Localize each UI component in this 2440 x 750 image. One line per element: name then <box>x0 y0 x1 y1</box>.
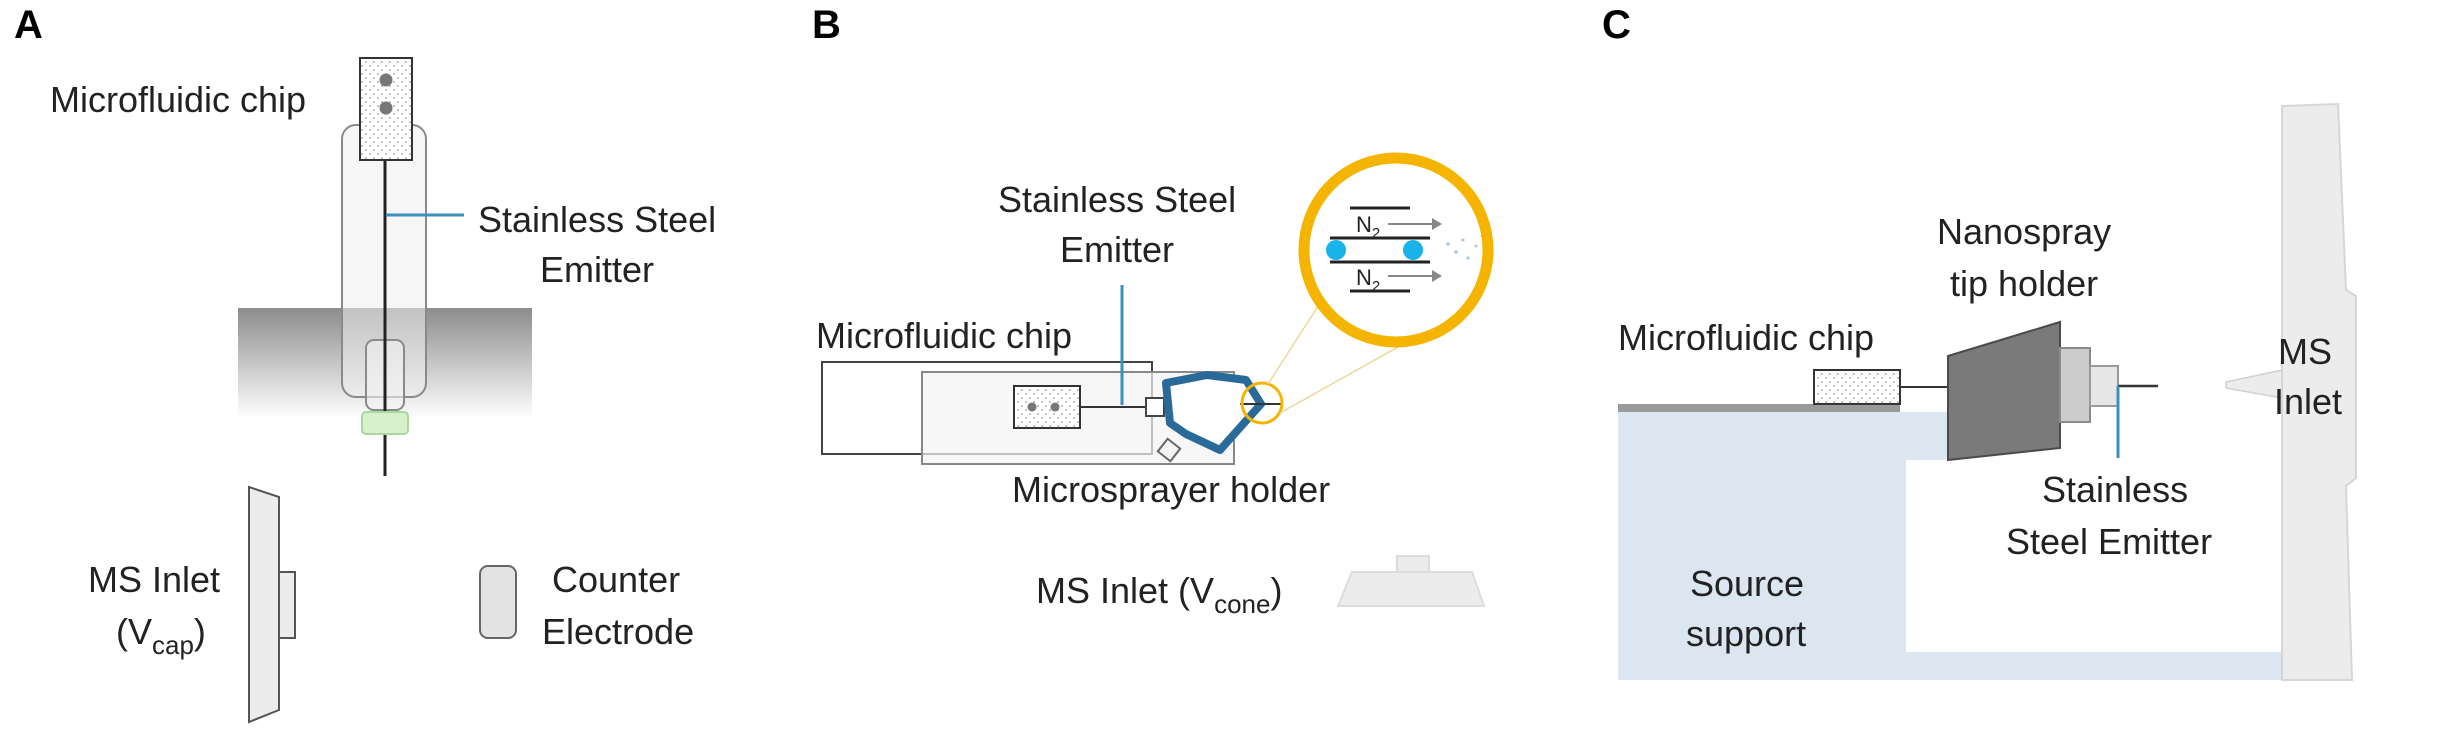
panel-a-ms-inlet-cone <box>278 571 296 639</box>
panel-a-chip-port-1 <box>379 73 393 87</box>
panel-c-emitter-label-1: Stainless <box>2042 469 2188 510</box>
panel-b-spray-dot-2 <box>1454 250 1458 254</box>
panel-b-holder-screw <box>1156 437 1182 463</box>
panel-c-chip <box>1813 369 1901 405</box>
panel-a-counter-electrode <box>479 565 517 639</box>
panel-b-chip <box>1013 385 1081 429</box>
panel-a: A Microfluidic chip Stainless Steel Emit… <box>14 3 716 724</box>
panel-b-chip-label: Microfluidic chip <box>816 315 1072 356</box>
panel-a-emitter-label-1: Stainless Steel <box>478 199 716 240</box>
panel-c-rail <box>1618 404 1900 412</box>
panel-b-zoom-marker <box>1240 381 1284 425</box>
panel-c-ms-inlet-cone <box>2225 369 2283 399</box>
panel-c-holder-label-2: tip holder <box>1950 263 2098 304</box>
panel-b-zoom-ring <box>1298 152 1494 348</box>
panel-b-chip-port-1 <box>1027 402 1037 412</box>
panel-a-ms-inlet <box>248 485 280 724</box>
panel-c-chip-label: Microfluidic chip <box>1618 317 1874 358</box>
panel-b-letter: B <box>812 3 841 47</box>
panel-b-emitter-label-2: Emitter <box>1060 229 1174 270</box>
panel-c-ms-label-2: Inlet <box>2274 381 2342 422</box>
panel-b-gas-label-top: N2 <box>1356 212 1380 242</box>
panel-c-ms-label-1: MS <box>2278 331 2332 372</box>
panel-b-gas-arrowhead-bottom <box>1432 270 1442 282</box>
panel-a-ms-inlet-label: MS Inlet <box>88 559 220 600</box>
panel-a-emitter-label-2: Emitter <box>540 249 654 290</box>
panel-a-counter-label-1: Counter <box>552 559 680 600</box>
panel-a-chip-port-2 <box>379 101 393 115</box>
panel-b-fitting <box>1145 397 1165 417</box>
panel-b-spray-dot-3 <box>1461 238 1465 242</box>
panel-b-zoom-content <box>1326 206 1483 293</box>
panel-a-counter-label-2: Electrode <box>542 611 694 652</box>
panel-b: B Stainless Steel Emitter Microfluidic c… <box>812 3 1494 619</box>
panel-c-letter: C <box>1602 3 1631 47</box>
panel-b-chip-port-2 <box>1050 402 1060 412</box>
panel-b-holder-label: Microsprayer holder <box>1012 469 1330 510</box>
panel-b-ms-inlet <box>1336 571 1486 607</box>
panel-c-support-label-1: Source <box>1690 563 1804 604</box>
panel-a-ferrule <box>361 411 409 435</box>
panel-c-ms-inlet <box>2281 102 2357 681</box>
panel-c-tip-holder-nut <box>2059 347 2091 423</box>
panel-a-letter: A <box>14 3 43 47</box>
panel-c-source-support <box>1618 412 2298 680</box>
panel-c-tip-holder-ferrule <box>2089 365 2119 407</box>
panel-b-ms-inlet-cone <box>1396 555 1430 573</box>
panel-b-microsprayer-holder <box>1162 371 1265 454</box>
panel-b-gas-arrowhead-top <box>1432 218 1442 230</box>
panel-c-tip-holder <box>1947 320 2061 462</box>
panel-b-droplet-1 <box>1326 240 1346 260</box>
panel-b-droplet-2 <box>1403 240 1423 260</box>
panel-b-spray-dot-4 <box>1466 256 1470 260</box>
panel-b-spray-dot-1 <box>1446 242 1450 246</box>
panel-c-emitter-label-2: Steel Emitter <box>2006 521 2212 562</box>
panel-b-gas-label-bottom: N2 <box>1356 265 1380 295</box>
panel-b-emitter-label-1: Stainless Steel <box>998 179 1236 220</box>
panel-c: C MS Inlet Microfluidic chip Nanospray t… <box>1602 3 2357 681</box>
panel-b-spray-dot-5 <box>1474 244 1478 248</box>
panel-b-zoom-line-1 <box>1267 299 1323 385</box>
panel-c-holder-label-1: Nanospray <box>1937 211 2111 252</box>
panel-c-support-label-2: support <box>1686 613 1806 654</box>
panel-a-vcap-label: (Vcap) <box>116 611 206 660</box>
panel-b-ms-inlet-label: MS Inlet (Vcone) <box>1036 570 1282 619</box>
panel-a-chip-label: Microfluidic chip <box>50 79 306 120</box>
